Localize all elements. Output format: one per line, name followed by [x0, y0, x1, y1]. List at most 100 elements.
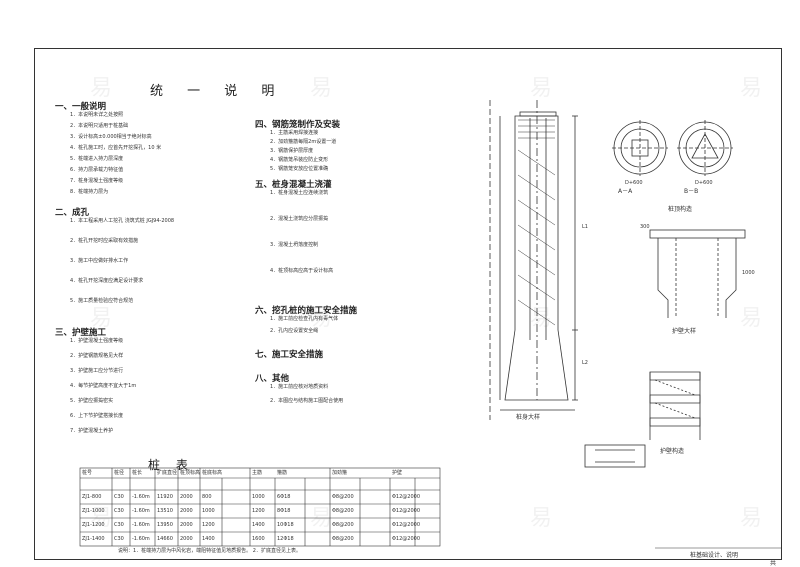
table-cell: Φ12@2000	[392, 508, 421, 514]
note-line: 1．桩身混凝土应连续浇筑	[270, 190, 329, 196]
note-line: 4．桩孔施工时，应首先开挖探孔，10 米	[70, 145, 162, 151]
note-line: 2．本说明只适用于桩基础	[70, 123, 129, 129]
watermark: 易	[90, 306, 113, 331]
section-heading: 三、护壁施工	[55, 328, 107, 338]
note-line: 1．主筋采用焊接连接	[270, 130, 319, 136]
wall-detail-label: 护壁大样	[672, 328, 697, 335]
table-cell: 8Φ18	[277, 508, 291, 514]
note-line: 2．护壁钢筋规格见大样	[70, 353, 124, 359]
wall-detail	[649, 371, 701, 440]
note-line: 3．混凝土坍落度控制	[270, 242, 319, 248]
table-note: 说明：1．桩端持力层为中风化岩，端阻特征值见地质报告。 2．扩底直径见上表。	[118, 548, 301, 554]
section-heading: 八、其他	[255, 374, 290, 384]
dim-label: L1	[582, 224, 588, 230]
table-cell: 800	[202, 494, 212, 500]
table-header-cell: 桩长	[132, 470, 143, 476]
table-cell: 1000	[202, 508, 215, 514]
table-cell: 13510	[157, 508, 173, 514]
section-b-b	[677, 120, 733, 176]
table-cell: C30	[114, 522, 124, 528]
note-line: 2．本图应与结构施工图配合使用	[270, 398, 344, 404]
section-heading: 六、挖孔桩的施工安全措施	[255, 306, 358, 316]
cap-section-label: 桩顶构造	[668, 206, 693, 213]
table-cell: C30	[114, 536, 124, 542]
note-line: 6．持力层承载力特征值	[70, 167, 124, 173]
note-line: 2．混凝土浇筑应分层振捣	[270, 216, 329, 222]
note-line: 7．护壁混凝土养护	[70, 428, 114, 434]
table-header-cell: 扩底直径	[157, 470, 178, 476]
table-cell: -1.60m	[132, 494, 150, 500]
watermark: 易	[530, 506, 553, 531]
note-line: 2．加劲箍筋每隔2m设置一道	[270, 139, 337, 145]
table-cell: C30	[114, 508, 124, 514]
pile-elevation-label: 桩身大样	[516, 414, 541, 421]
note-line: 1．本说明未详之处按照	[70, 112, 124, 118]
dim-label: 300	[640, 224, 650, 230]
table-cell: 1600	[252, 536, 265, 542]
table-cell: Φ8@200	[332, 536, 354, 542]
note-line: 1．施工前应核对地质资料	[270, 384, 329, 390]
note-line: 1．本工程采用人工挖孔 浇筑式桩 JGJ94-2008	[70, 218, 175, 224]
table-cell: 1200	[252, 508, 265, 514]
note-line: 6．上下节护壁搭接长度	[70, 413, 124, 419]
watermark: 易	[90, 506, 113, 531]
table-header-cell: 桩号	[82, 470, 93, 476]
section-heading: 七、施工安全措施	[255, 350, 324, 360]
dim-label: 1000	[742, 270, 755, 276]
pile-table-grid	[79, 467, 441, 547]
table-cell: 11920	[157, 494, 173, 500]
watermark: 易	[740, 506, 763, 531]
table-cell: 1000	[252, 494, 265, 500]
note-line: 4．桩孔开挖深度应满足设计要求	[70, 278, 144, 284]
note-line: 1．施工前应检查孔内有毒气体	[270, 316, 339, 322]
table-header-cell: 箍筋	[277, 470, 288, 476]
note-line: 5．钢筋笼安放应位置准确	[270, 166, 329, 172]
table-cell: ZJ1-1400	[82, 536, 105, 542]
note-line: 4．每节护壁高度不宜大于1m	[70, 383, 137, 389]
note-line: 1．护壁混凝土强度等级	[70, 338, 124, 344]
table-header-cell: 桩底标高	[202, 470, 223, 476]
page-number: 共	[770, 560, 777, 567]
section-b-label: B－B	[684, 188, 699, 195]
note-line: 3．护壁施工应分节进行	[70, 368, 124, 374]
table-cell: 6Φ18	[277, 494, 291, 500]
note-line: 7．桩身混凝土强度等级	[70, 178, 124, 184]
dim-label: D+600	[695, 180, 713, 186]
table-cell: Φ8@200	[332, 508, 354, 514]
table-cell: 2000	[180, 508, 193, 514]
section-heading: 四、钢筋笼制作及安装	[255, 120, 341, 130]
watermark: 易	[310, 506, 333, 531]
table-cell: 14660	[157, 536, 173, 542]
cap-detail	[649, 229, 746, 318]
table-cell: C30	[114, 494, 124, 500]
note-line: 3．钢筋保护层厚度	[270, 148, 314, 154]
table-cell: Φ12@2000	[392, 536, 421, 542]
table-cell: ZJ1-1200	[82, 522, 105, 528]
footing-detail	[584, 444, 646, 468]
wall-detail2-label: 护壁构造	[660, 448, 685, 455]
section-heading: 一、一般说明	[55, 102, 107, 112]
table-cell: 2000	[180, 522, 193, 528]
watermark: 易	[90, 76, 113, 101]
table-cell: -1.60m	[132, 536, 150, 542]
table-cell: 10Φ18	[277, 522, 294, 528]
note-line: 3．施工中应做好排水工作	[70, 258, 129, 264]
table-header-cell: 主筋	[252, 470, 263, 476]
table-cell: Φ8@200	[332, 522, 354, 528]
note-line: 5．施工质量检验应符合规范	[70, 298, 134, 304]
table-cell: 1200	[202, 522, 215, 528]
table-cell: 1400	[252, 522, 265, 528]
section-heading: 五、桩身混凝土浇灌	[255, 180, 332, 190]
table-cell: -1.60m	[132, 522, 150, 528]
table-cell: Φ12@2000	[392, 522, 421, 528]
dim-label: D+600	[625, 180, 643, 186]
table-header-cell: 桩顶标高	[180, 470, 201, 476]
table-header-cell: 护壁	[392, 470, 403, 476]
table-cell: ZJ1-800	[82, 494, 102, 500]
table-cell: 2000	[180, 536, 193, 542]
note-line: 8．桩端持力层为	[70, 189, 109, 195]
table-cell: -1.60m	[132, 508, 150, 514]
table-cell: ZJ1-1000	[82, 508, 105, 514]
